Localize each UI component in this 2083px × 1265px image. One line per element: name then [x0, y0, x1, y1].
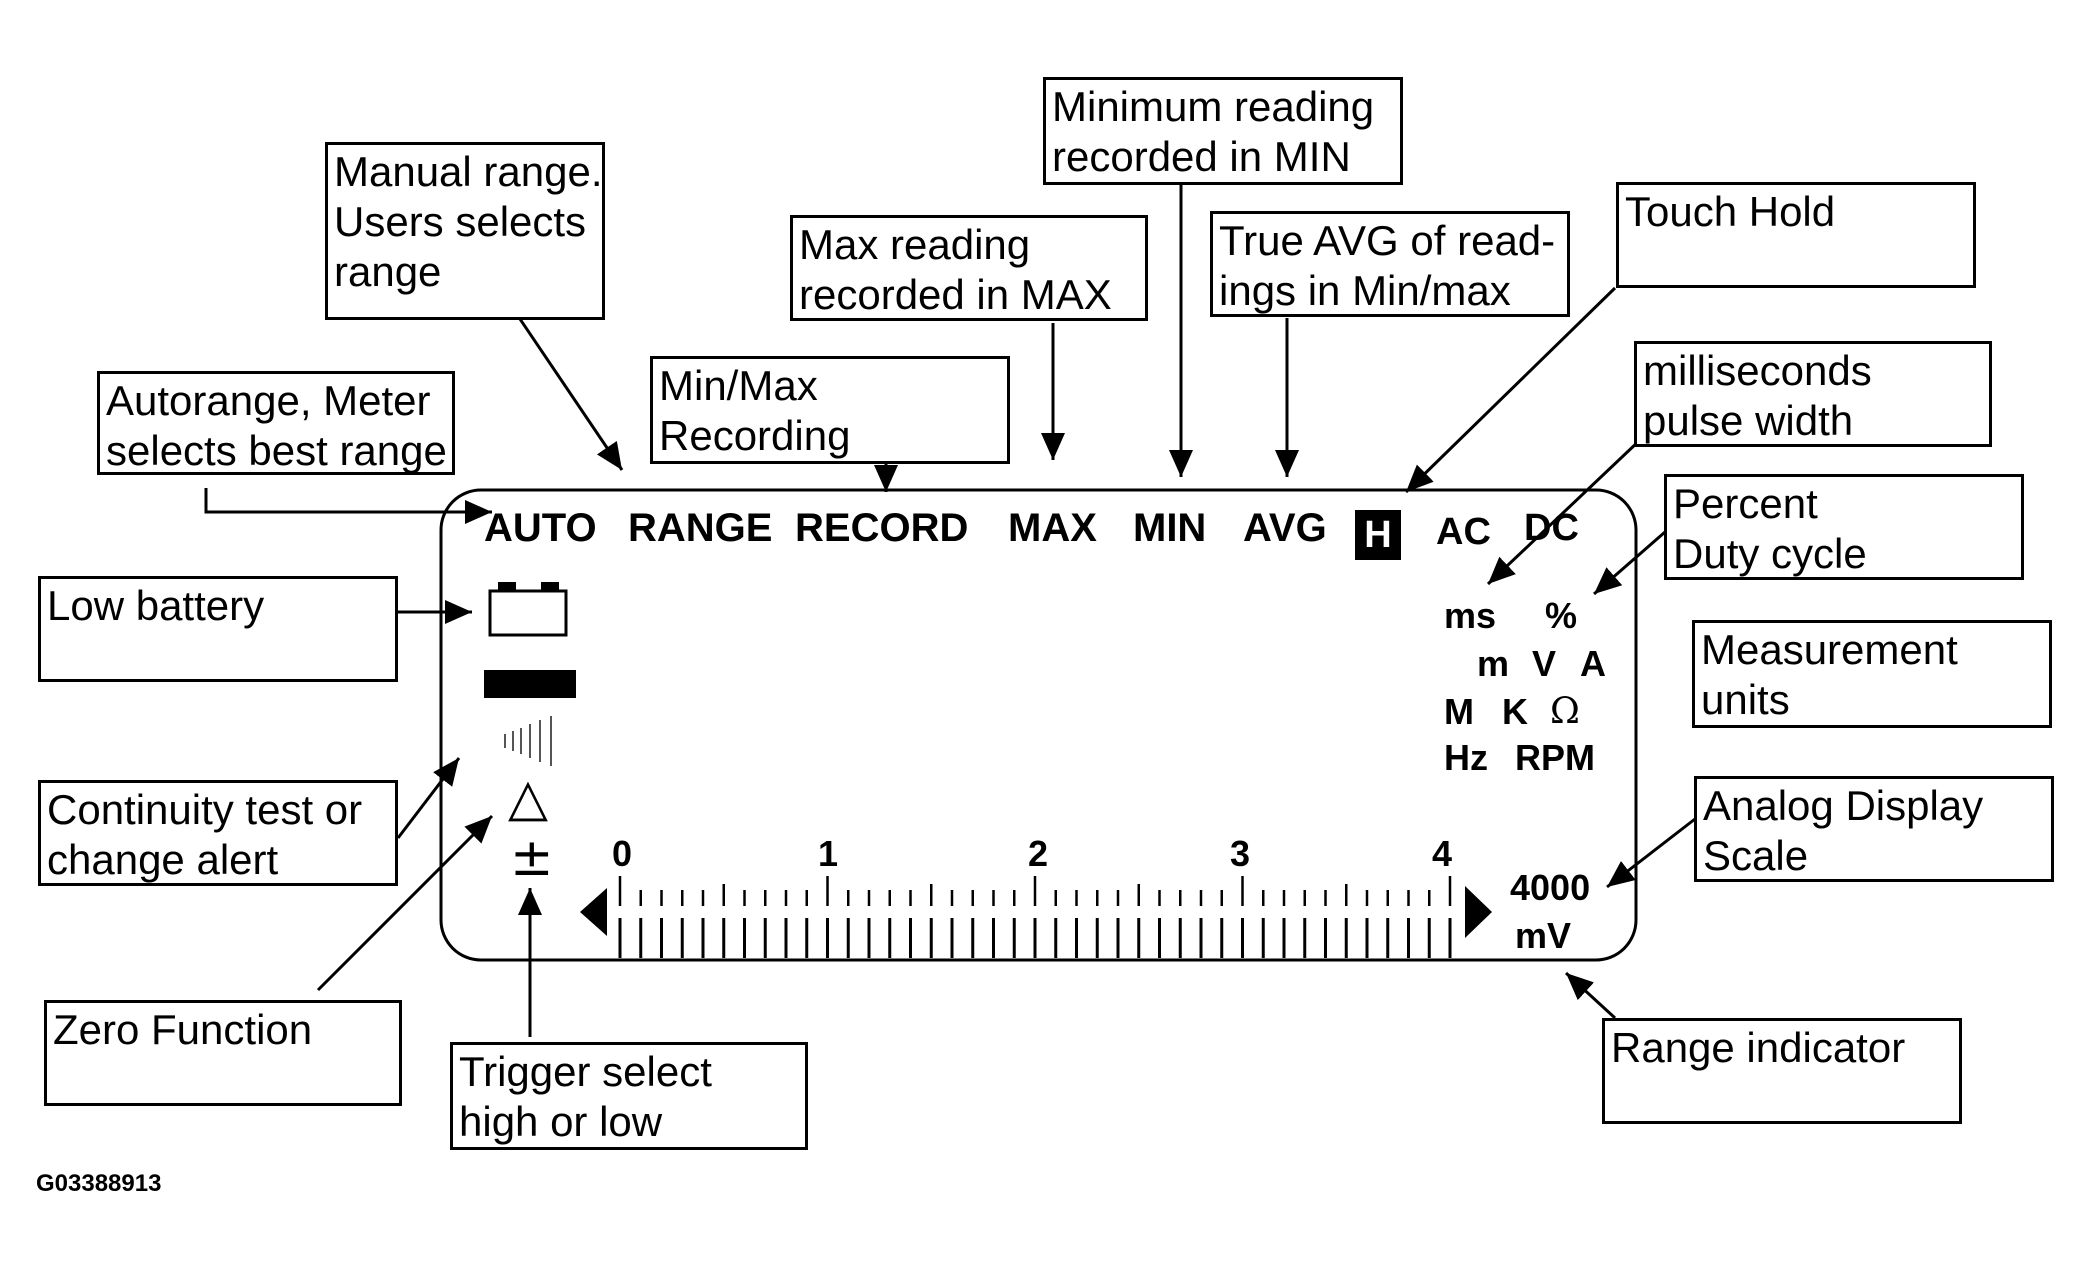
low-battery-icon [488, 582, 568, 637]
mode-auto: AUTO [484, 506, 597, 550]
scale-ticks-upper [618, 876, 1452, 906]
arrow-range-indicator [1564, 971, 1617, 1020]
scale-label-0: 0 [612, 833, 633, 874]
callout-line: Duty cycle [1673, 530, 1867, 577]
analog-scale [580, 876, 1492, 958]
arrow-analog-scale [1606, 817, 1696, 889]
callout-line: True AVG of read- [1219, 217, 1556, 264]
arrow-milliseconds [1486, 438, 1642, 586]
callout-line: Manual range. [334, 148, 603, 195]
mode-avg: AVG [1243, 506, 1327, 550]
callout-touch-hold: Touch Hold [1616, 182, 1976, 288]
unit-kilo: K [1502, 691, 1528, 732]
callout-line: range [334, 248, 442, 295]
callout-line: Continuity test or [47, 786, 363, 833]
arrow-autorange [204, 488, 492, 524]
callout-low-battery: Low battery [38, 576, 398, 682]
callout-line: Min/Max [659, 362, 818, 409]
callout-line: ings in Min/max [1219, 267, 1511, 314]
unit-ms: ms [1444, 595, 1497, 636]
unit-milli: m [1477, 643, 1510, 684]
unit-hz: Hz [1444, 737, 1488, 778]
scale-label-2: 2 [1028, 833, 1049, 874]
mode-min: MIN [1133, 506, 1207, 550]
arrow-zero-function [316, 814, 494, 992]
callout-line: recorded in MAX [799, 271, 1112, 318]
scale-label-4: 4 [1432, 833, 1453, 874]
callout-true-avg: True AVG of read-ings in Min/max [1210, 211, 1570, 317]
callout-line: Recording [659, 412, 851, 459]
callout-zero-function: Zero Function [44, 1000, 402, 1106]
callout-line: Minimum reading [1052, 83, 1375, 130]
callout-arrows [204, 185, 1696, 1037]
callout-line: milliseconds [1643, 347, 1872, 394]
mode-record: RECORD [795, 506, 969, 550]
callout-line: Users selects [334, 198, 587, 245]
callout-line: high or low [459, 1098, 663, 1145]
continuity-icon [504, 716, 552, 766]
unit-volts: V [1532, 643, 1557, 684]
mode-ac: AC [1436, 511, 1491, 553]
callout-line: Analog Display [1703, 782, 1984, 829]
scale-right-arrow [1465, 886, 1492, 938]
mode-dc: DC [1524, 507, 1579, 549]
scale-ticks-lower [618, 918, 1452, 958]
scale-label-1: 1 [818, 833, 839, 874]
unit-ohm: Ω [1550, 691, 1580, 732]
callout-line: Scale [1703, 832, 1809, 879]
callout-line: Range indicator [1611, 1024, 1906, 1071]
callout-line: Autorange, Meter [106, 377, 431, 424]
lcd-panel [439, 488, 1638, 962]
callout-line: change alert [47, 836, 279, 883]
callout-line: Touch Hold [1625, 188, 1836, 235]
callout-line: units [1701, 676, 1790, 723]
callout-line: Percent [1673, 480, 1818, 527]
arrow-continuity [396, 757, 461, 839]
scale-label-3: 3 [1230, 833, 1251, 874]
lcd-bar-segment [484, 670, 576, 698]
unit-mega: M [1444, 691, 1474, 732]
unit-percent: % [1545, 595, 1578, 636]
callout-range-indicator: Range indicator [1602, 1018, 1962, 1124]
mode-max: MAX [1008, 506, 1097, 550]
callout-line: Measurement [1701, 626, 1958, 673]
mode-range: RANGE [628, 506, 773, 550]
range-value: 4000 [1510, 867, 1591, 908]
arrow-touch-hold [1404, 286, 1617, 494]
scale-left-arrow [580, 888, 607, 936]
callout-line: recorded in MIN [1052, 133, 1351, 180]
unit-amps: A [1580, 643, 1606, 684]
range-unit: mV [1515, 915, 1572, 956]
callout-line: selects best range [106, 427, 447, 474]
arrow-percent [1593, 530, 1666, 596]
callout-line: Max reading [799, 221, 1031, 268]
callout-line: pulse width [1643, 397, 1854, 444]
callout-line: Low battery [47, 582, 265, 629]
unit-rpm: RPM [1515, 737, 1595, 778]
figure-id: G03388913 [36, 1170, 162, 1197]
callout-line: Zero Function [53, 1006, 313, 1053]
callout-line: Trigger select [459, 1048, 712, 1095]
hold-indicator: H [1355, 510, 1401, 560]
zero-function-icon: △ [508, 768, 548, 828]
trigger-symbol: ± [510, 828, 554, 888]
